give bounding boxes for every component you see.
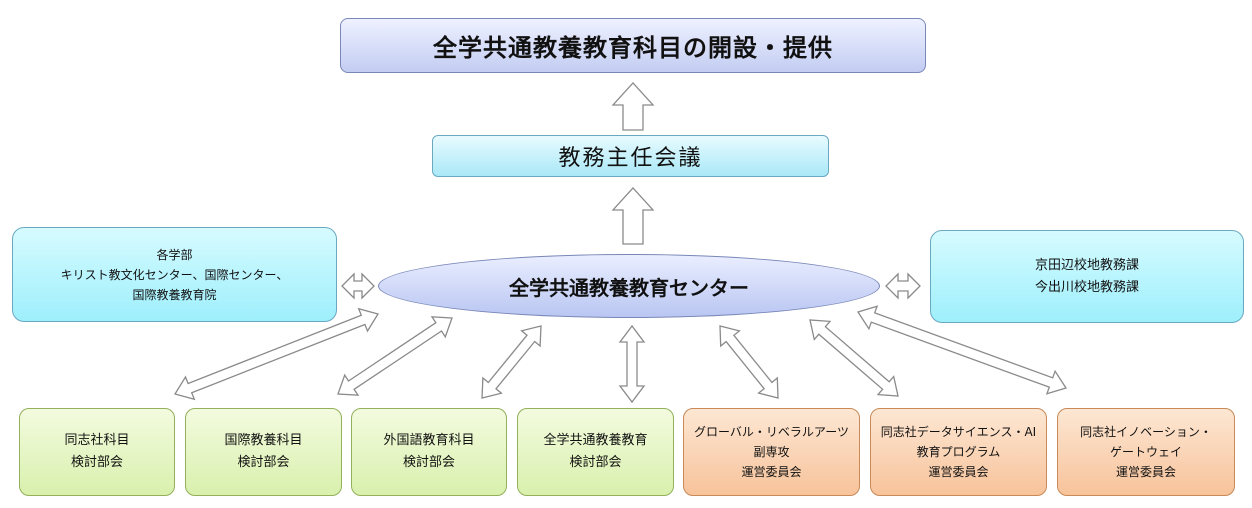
committee-line: 国際教養科目 (224, 433, 303, 448)
committee-line: 運営委員会 (928, 465, 989, 479)
double-arrow-committee-6 (809, 319, 899, 397)
academic-affairs-council-label: 教務主任会議 (558, 146, 703, 171)
liberal-arts-center-ellipse: 全学共通教養教育センター (378, 254, 880, 318)
double-arrow-committee-2 (337, 316, 453, 396)
committee-box-foreign-language: 外国語教育科目 検討部会 (351, 408, 507, 496)
curriculum-provision-box: 全学共通教養教育科目の開設・提供 (340, 18, 926, 73)
campus-offices-line-2: 今出川校地教務課 (1034, 279, 1139, 295)
committee-line: 検討部会 (237, 455, 290, 470)
up-arrow-to-council (611, 187, 655, 245)
committee-box-data-science-ai: 同志社データサイエンス・AI 教育プログラム 運営委員会 (870, 408, 1047, 496)
committee-line: 検討部会 (569, 455, 622, 470)
campus-offices-box: 京田辺校地教務課 今出川校地教務課 (930, 230, 1244, 323)
committee-line: 検討部会 (70, 455, 123, 470)
committee-line: 教育プログラム (916, 445, 1001, 459)
committee-box-international-liberal-arts: 国際教養科目 検討部会 (185, 408, 342, 496)
double-arrow-committee-3 (481, 325, 542, 399)
committee-line: 同志社データサイエンス・AI (880, 425, 1037, 439)
double-arrow-committee-7 (856, 305, 1068, 395)
faculties-line-3: 国際教養教育院 (132, 287, 217, 302)
committee-box-global-liberal-arts-minor: グローバル・リベラルアーツ 副専攻 運営委員会 (683, 408, 860, 496)
committee-box-liberal-arts: 全学共通教養教育 検討部会 (517, 408, 674, 496)
committee-line: 同志社イノベーション・ (1080, 425, 1212, 439)
faculties-line-2: キリスト教文化センター、国際センター、 (60, 267, 289, 282)
double-arrow-campus-offices (885, 272, 921, 300)
committee-line: グローバル・リベラルアーツ (694, 425, 849, 439)
double-arrow-committee-1 (173, 307, 380, 401)
academic-affairs-council-box: 教務主任会議 (432, 135, 829, 177)
double-arrow-faculties (341, 272, 375, 300)
campus-offices-line-1: 京田辺校地教務課 (1034, 257, 1139, 273)
faculties-box: 各学部 キリスト教文化センター、国際センター、 国際教養教育院 (12, 227, 337, 322)
faculties-line-1: 各学部 (156, 247, 193, 262)
committee-line: 運営委員会 (1115, 465, 1176, 479)
committee-box-innovation-gateway: 同志社イノベーション・ ゲートウェイ 運営委員会 (1057, 408, 1235, 496)
committee-line: 運営委員会 (741, 465, 802, 479)
curriculum-provision-label: 全学共通教養教育科目の開設・提供 (433, 34, 833, 62)
up-arrow-to-provision (611, 82, 655, 131)
committee-line: 同志社科目 (64, 433, 130, 448)
committee-line: 副専攻 (753, 445, 790, 459)
committee-line: 外国語教育科目 (383, 433, 475, 448)
committee-line: 全学共通教養教育 (543, 433, 648, 448)
liberal-arts-center-label: 全学共通教養教育センター (509, 275, 749, 300)
committee-line: 検討部会 (402, 455, 455, 470)
double-arrow-committee-5 (719, 325, 779, 399)
committee-box-doshisha-subjects: 同志社科目 検討部会 (19, 408, 175, 496)
double-arrow-committee-4 (618, 324, 646, 404)
committee-line: ゲートウェイ (1109, 445, 1182, 459)
